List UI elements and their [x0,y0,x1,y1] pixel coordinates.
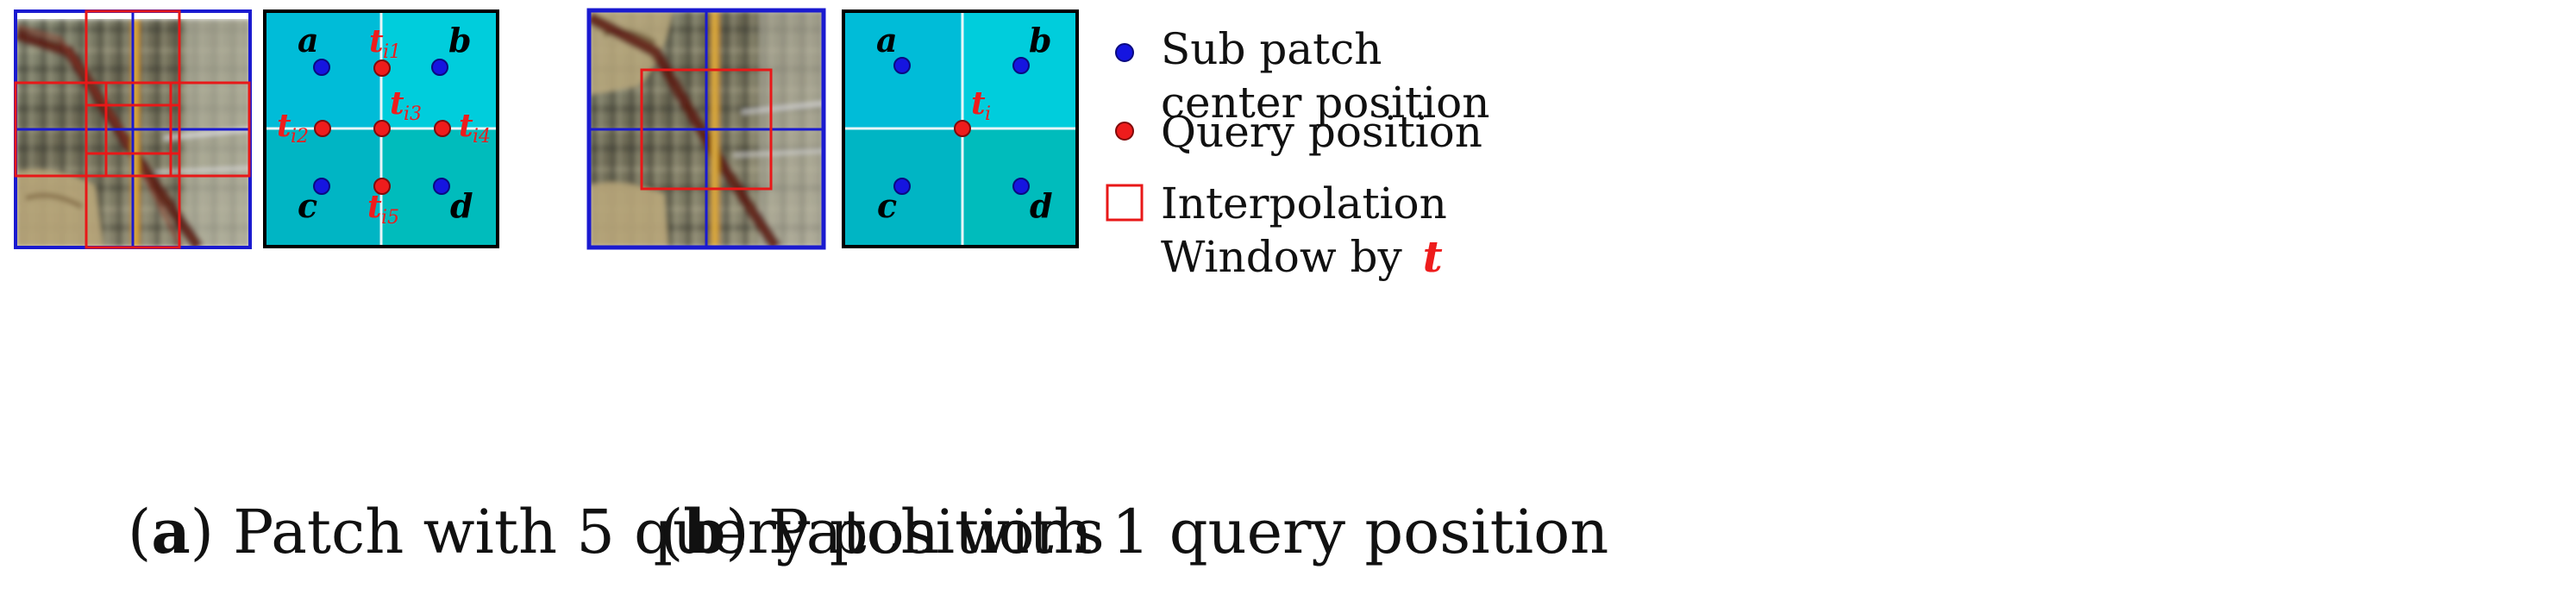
query-position-ti [954,120,971,137]
label-t-i3: t [390,85,404,122]
legend-blue-text: Sub patch center position [1161,22,1489,129]
panel-a-interpolation-windows [14,9,251,249]
label-t-i2: t [277,108,291,144]
legend-blue-line1: Sub patch [1161,24,1382,74]
sub-patch-center-d [1012,178,1030,195]
query-position-ti1 [373,59,391,77]
legend-blue-dot [1115,43,1134,62]
legend-red-dot [1115,122,1134,141]
panel-b-interpolation-window [640,68,773,191]
sub-patch-center-d [433,178,450,195]
label-t-i4: t [459,108,473,144]
sub-patch-center-c [313,178,330,195]
legend-blue-line2: center position [1161,78,1490,128]
label-t-i5-sub: i5 [381,207,399,229]
legend-window-line2: Window by t [1161,230,1447,284]
label-t-i4-sub: i4 [473,126,491,147]
legend-window-square [1106,184,1144,222]
sub-patch-center-a [893,57,911,74]
legend-window-line2-text: Window by [1161,232,1402,282]
sub-patch-center-b [431,59,448,76]
legend-red-text: Query position [1161,107,1482,157]
label-t-i5: t [367,189,382,225]
label-t-i-sub: i [985,103,991,125]
panel-a-label-a: a [298,21,319,59]
caption-b: (b) Patch with 1 query position [660,496,1609,567]
panel-b-query-label: t i [971,85,991,125]
query-position-ti3 [373,120,391,137]
caption-a-letter: a [151,496,191,567]
label-t-i2-sub: i2 [291,126,309,147]
panel-b-query-positions [954,120,971,137]
legend-window-symbol: t [1422,231,1443,282]
panel-a-sub-patch-centers [313,59,450,195]
caption-b-letter: b [683,496,726,567]
panel-a-label-b: b [448,21,472,59]
panel-a-label-c: c [298,186,317,225]
panel-a-schematic [263,9,499,248]
legend-window-line1: Interpolation [1161,178,1447,229]
sub-patch-center-b [1012,57,1030,74]
caption-a-text: Patch with 5 query positions [213,497,1105,567]
panel-b-sub-patch-centers [893,57,1030,195]
caption-b-text: Patch with 1 query position [749,497,1609,567]
panel-b-label-b: b [1029,21,1052,59]
panel-a-label-d: d [450,186,473,225]
caption-a: (a) Patch with 5 query positions [128,496,1105,567]
sub-patch-center-c [893,178,911,195]
query-position-ti2 [314,120,331,137]
panel-b-label-c: c [877,186,897,225]
panel-b-label-d: d [1030,186,1053,225]
label-t-i3-sub: i3 [404,103,422,125]
panel-b-label-a: a [876,21,898,59]
label-t-i: t [971,85,986,122]
query-position-ti5 [373,178,391,195]
query-position-ti4 [434,120,451,137]
legend [1106,43,1144,222]
label-t-i1: t [369,23,384,59]
panel-a-query-labels: t i1 t i2 t i3 t i4 t i5 [277,23,491,229]
panel-b-subpatch-grid [586,8,826,250]
sub-patch-center-a [313,59,330,76]
label-t-i1-sub: i1 [383,41,401,63]
legend-window-text: Interpolation Window by t [1161,177,1447,284]
panel-a-query-positions [314,59,451,195]
